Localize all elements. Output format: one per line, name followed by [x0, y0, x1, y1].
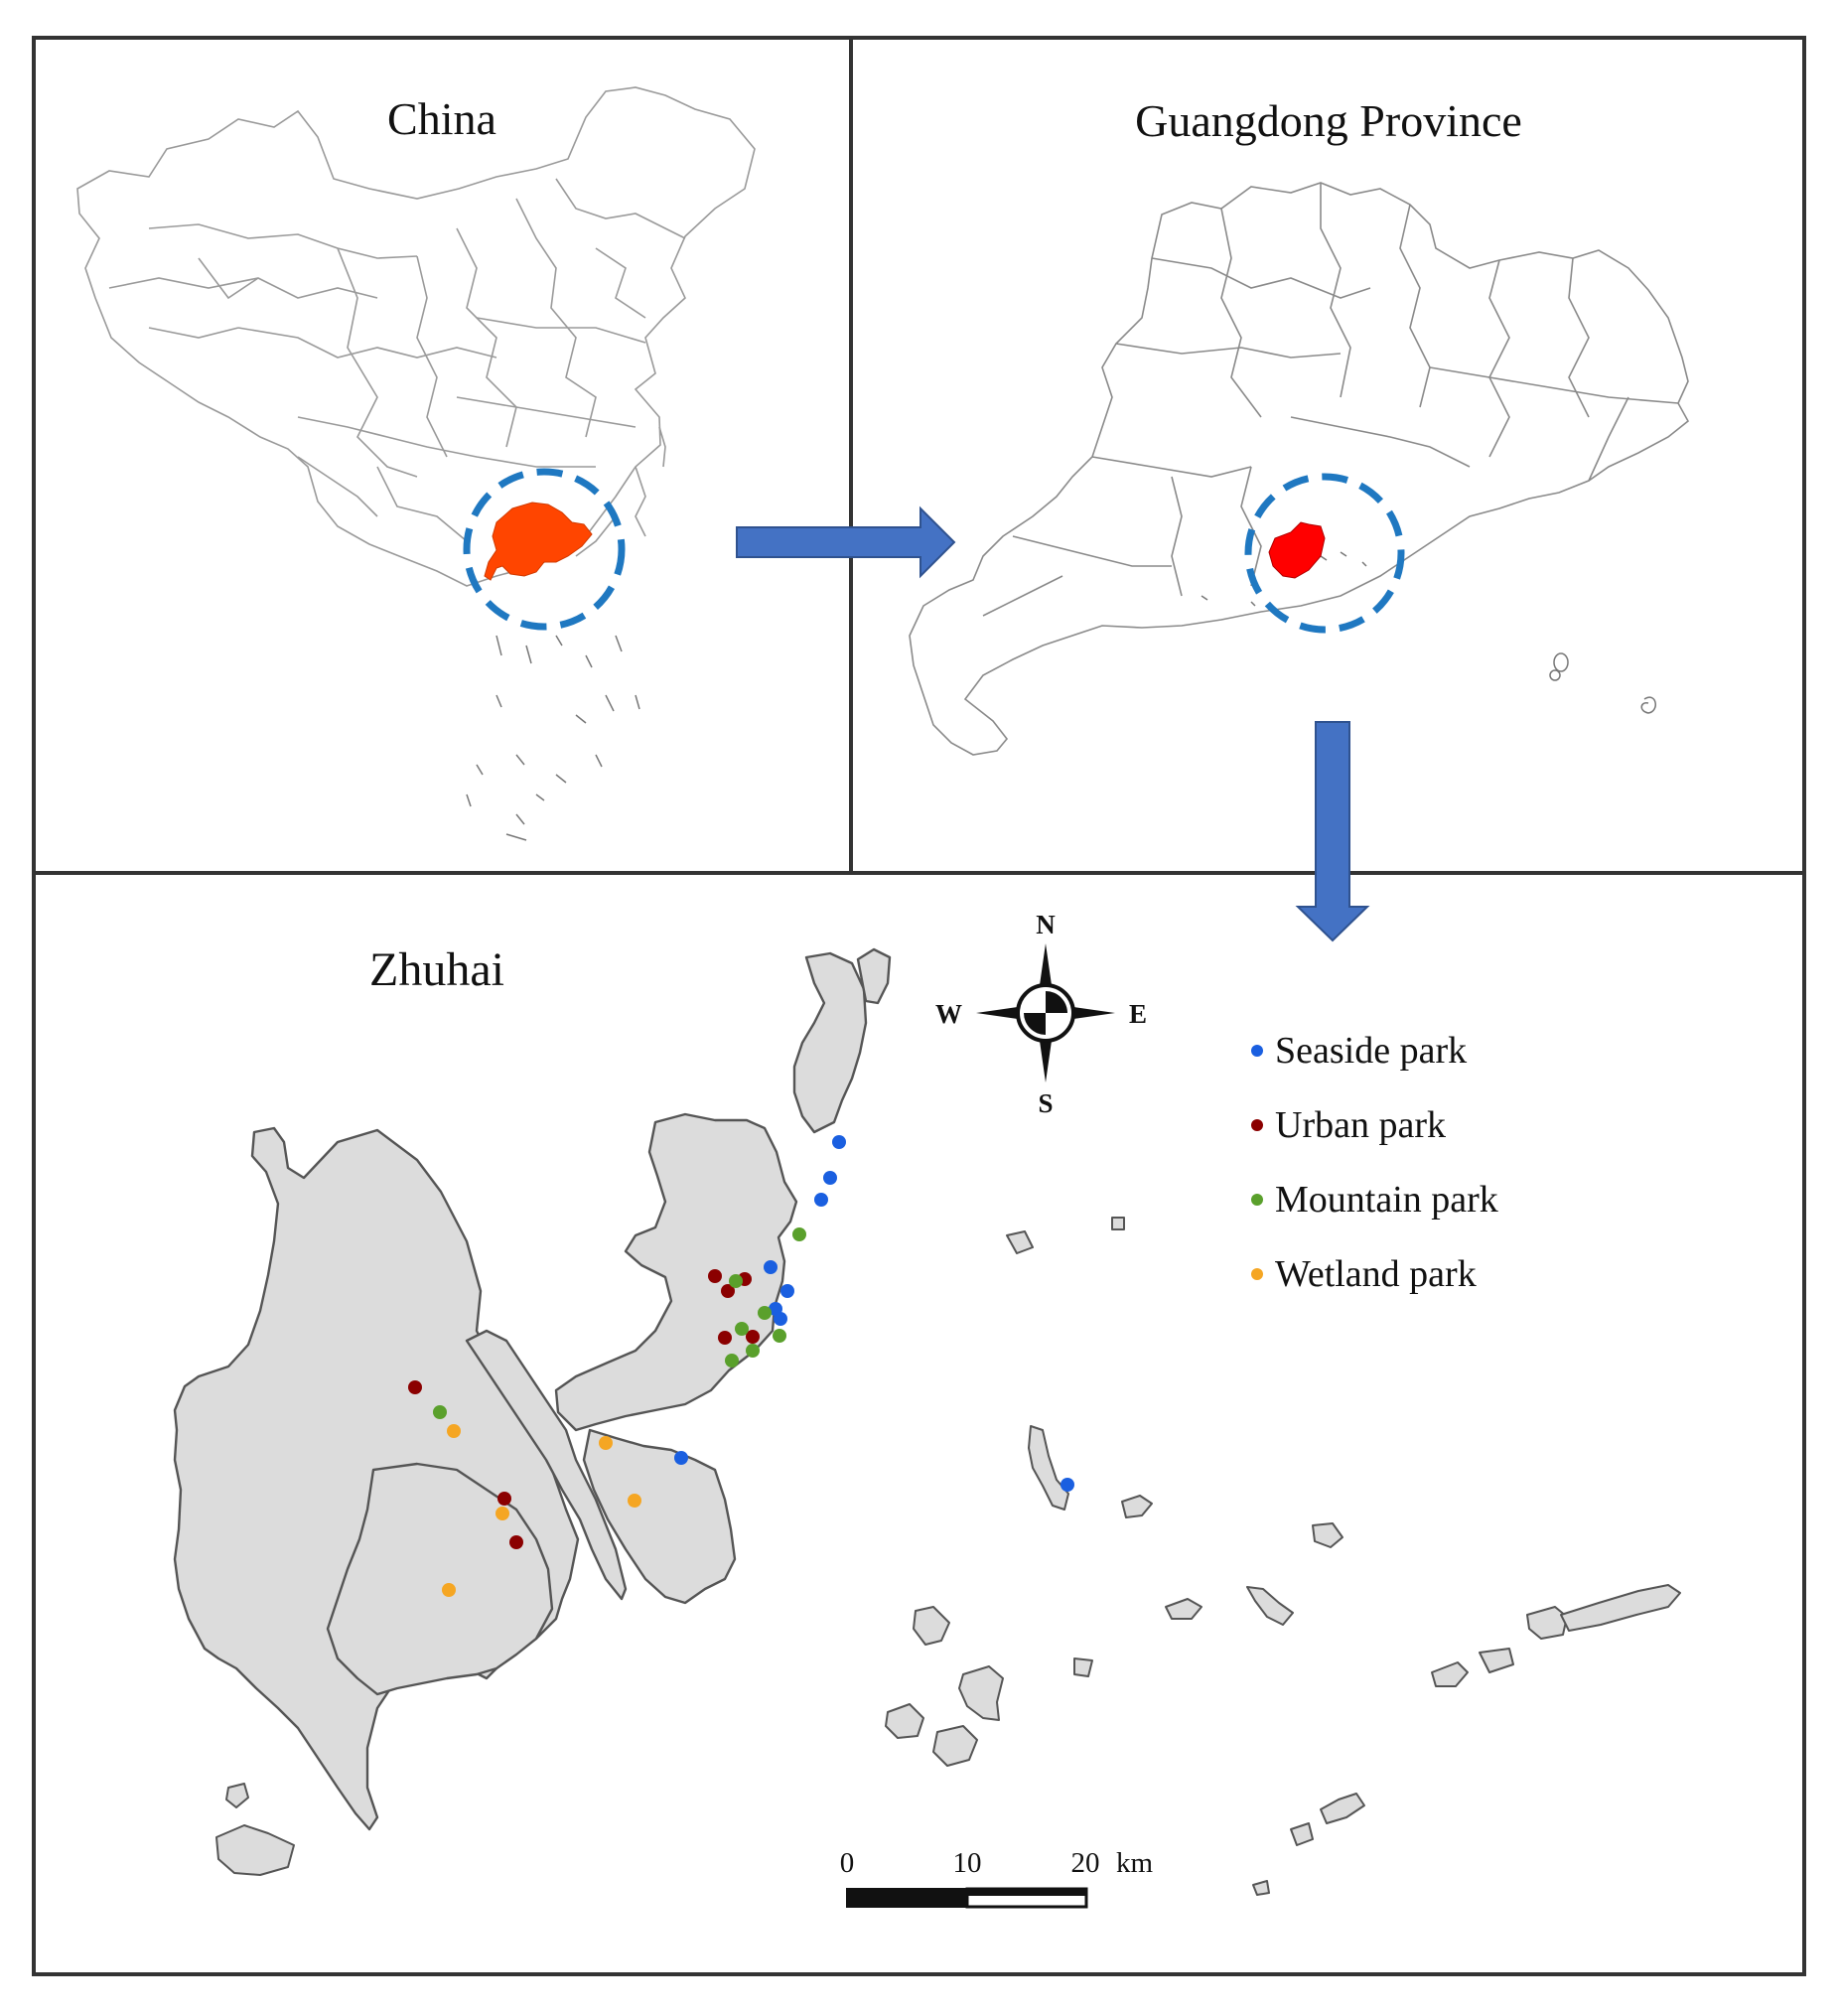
china-highlight-circle: [463, 468, 626, 631]
guangdong-highlight-circle: [1244, 473, 1405, 634]
legend-label-urban: Urban park: [1275, 1104, 1446, 1146]
park-point-urban: [509, 1535, 523, 1549]
park-point-seaside: [832, 1135, 846, 1149]
park-point-urban: [708, 1269, 722, 1283]
legend-item-urban: Urban park: [1251, 1104, 1446, 1146]
china-panel: China: [76, 86, 756, 841]
compass-quadrant-sw: [1024, 1013, 1046, 1035]
scale-segment-black: [846, 1888, 968, 1908]
china-outline-map: [76, 86, 756, 587]
legend-item-mountain: Mountain park: [1251, 1179, 1498, 1221]
park-point-mountain: [758, 1306, 772, 1320]
legend-swatch-urban: [1251, 1119, 1263, 1131]
park-point-urban: [408, 1380, 422, 1394]
park-point-mountain: [773, 1329, 786, 1343]
arrow-to-guangdong: [736, 505, 956, 579]
scale-tick-20: 20: [1071, 1847, 1100, 1879]
legend-label-seaside: Seaside park: [1275, 1030, 1467, 1072]
park-points: [408, 1135, 1074, 1597]
scale-bar: 0 10 20 km: [840, 1847, 1154, 1909]
zhuhai-offshore-islands: [215, 1217, 1681, 1896]
legend-swatch-mountain: [1251, 1194, 1263, 1206]
compass-label-north: N: [1036, 910, 1056, 939]
park-point-mountain: [746, 1344, 760, 1358]
compass-quadrant-ne: [1046, 991, 1067, 1013]
legend-label-wetland: Wetland park: [1275, 1253, 1477, 1295]
legend-swatch-wetland: [1251, 1268, 1263, 1280]
compass-rose: N S E W: [935, 910, 1147, 1118]
park-point-seaside: [774, 1312, 787, 1326]
arrow-to-zhuhai: [1295, 721, 1370, 942]
park-point-wetland: [447, 1424, 461, 1438]
scale-unit: km: [1116, 1847, 1154, 1879]
park-point-seaside: [780, 1284, 794, 1298]
park-point-seaside: [823, 1171, 837, 1185]
park-point-mountain: [792, 1227, 806, 1241]
figure-frame: [32, 36, 1806, 1976]
scale-tick-10: 10: [953, 1847, 982, 1879]
scale-bar-top-black: [967, 1889, 1086, 1896]
park-point-wetland: [628, 1494, 641, 1508]
park-point-wetland: [495, 1507, 509, 1520]
park-point-seaside: [674, 1451, 688, 1465]
park-point-mountain: [725, 1354, 739, 1368]
zhuhai-panel: Zhuhai: [173, 910, 1681, 1909]
scale-tick-0: 0: [840, 1847, 855, 1879]
guangdong-outline-map: [909, 182, 1690, 756]
legend: Seaside park Urban park Mountain park We…: [1251, 1030, 1498, 1295]
zhuhai-highlight: [1268, 521, 1326, 579]
legend-swatch-seaside: [1251, 1045, 1263, 1057]
park-point-mountain: [729, 1274, 743, 1288]
park-point-wetland: [599, 1436, 613, 1450]
legend-label-mountain: Mountain park: [1275, 1179, 1498, 1221]
guangdong-title: Guangdong Province: [1135, 95, 1522, 146]
legend-item-wetland: Wetland park: [1251, 1253, 1477, 1295]
compass-label-east: E: [1129, 999, 1147, 1029]
park-point-wetland: [442, 1583, 456, 1597]
guangdong-offshore-islands: [1201, 551, 1656, 714]
guangdong-highlight: [484, 502, 593, 581]
compass-label-south: S: [1038, 1088, 1053, 1118]
park-point-urban: [721, 1284, 735, 1298]
zhuhai-title: Zhuhai: [369, 943, 504, 996]
park-point-seaside: [814, 1193, 828, 1207]
park-point-mountain: [433, 1405, 447, 1419]
park-point-urban: [497, 1492, 511, 1506]
china-title: China: [387, 93, 496, 144]
zhuhai-landmass: [173, 947, 892, 1831]
south-china-sea-islands: [466, 635, 640, 841]
park-point-urban: [718, 1331, 732, 1345]
legend-item-seaside: Seaside park: [1251, 1030, 1467, 1072]
compass-label-west: W: [935, 999, 962, 1029]
park-point-mountain: [735, 1322, 749, 1336]
park-point-seaside: [764, 1260, 778, 1274]
park-point-urban: [746, 1330, 760, 1344]
guangdong-panel: Guangdong Province: [909, 95, 1690, 756]
park-point-seaside: [1060, 1478, 1074, 1492]
